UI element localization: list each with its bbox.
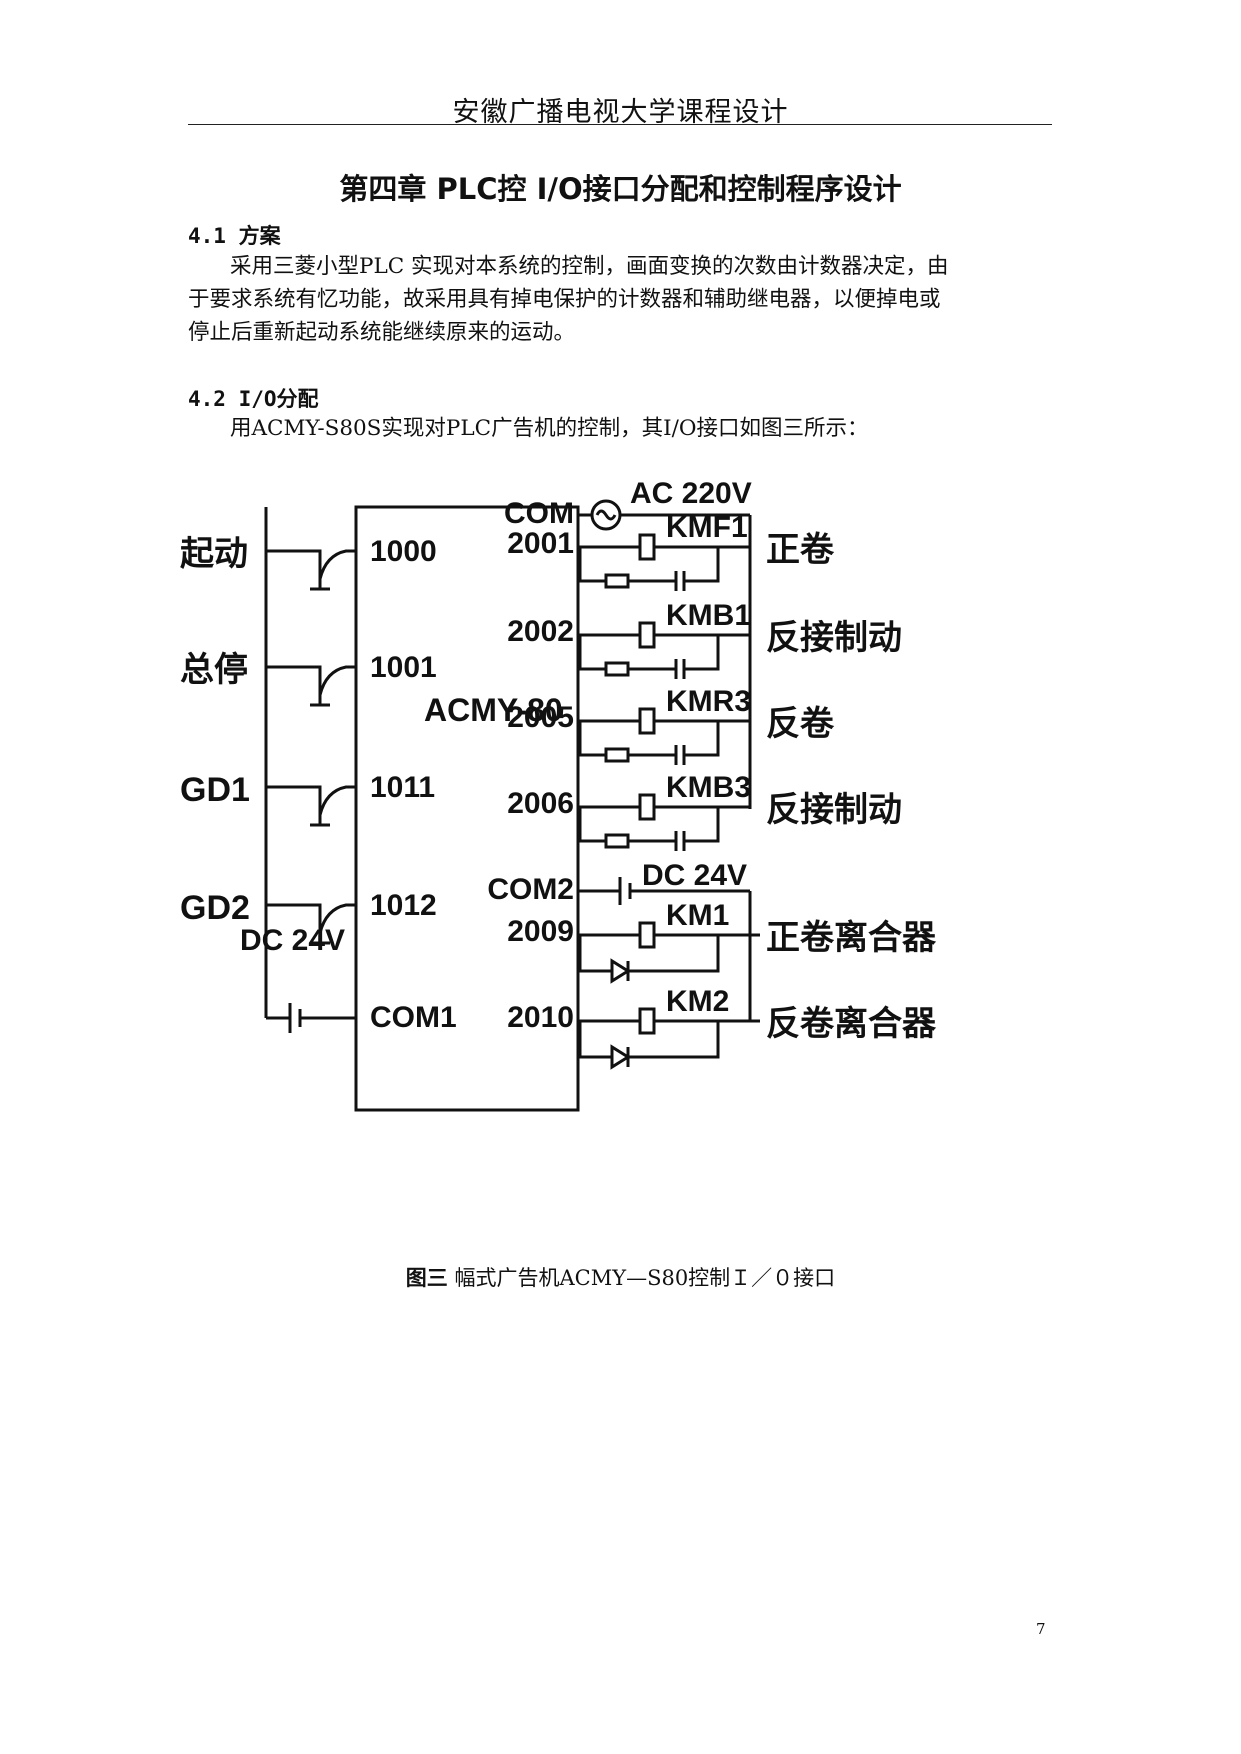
diode-wire	[628, 935, 720, 973]
section-heading-4-2: 4.2 I/O分配	[188, 387, 319, 411]
snubber-wire	[684, 635, 720, 671]
switch-contact	[300, 785, 322, 825]
switch-contact	[300, 549, 322, 589]
figure-caption: 图三 幅式广告机ACMY—S80控制Ｉ／０接口	[0, 1262, 1241, 1292]
switch-blade	[318, 549, 356, 580]
diode-wire	[628, 1021, 720, 1059]
ac-supply-label: AC 220V	[630, 477, 752, 510]
switch-blade	[318, 785, 356, 816]
relay-coil	[638, 1007, 656, 1035]
paragraph-line: 用ACMY-S80S实现对PLC广告机的控制，其I/O接口如图三所示：	[230, 416, 869, 441]
relay-coil	[638, 621, 656, 649]
output-function-label: 反接制动	[766, 791, 902, 829]
snubber-resistor	[604, 573, 630, 589]
output-terminal-label: 2006	[507, 787, 574, 820]
snubber-wire	[578, 807, 606, 843]
section-heading-4-1: 4.1 方案	[188, 224, 281, 248]
coil-label: KMB3	[666, 771, 751, 804]
input-terminal-label: 1011	[370, 771, 435, 804]
output-terminal-label: 2009	[507, 915, 574, 948]
ac-wave	[595, 509, 617, 521]
coil-label: KMR3	[666, 685, 751, 718]
output-function-label: 正卷	[766, 531, 835, 569]
coil-label: KM2	[666, 985, 729, 1018]
paragraph-line: 采用三菱小型PLC 实现对本系统的控制，画面变换的次数由计数器决定，由	[230, 254, 949, 279]
output-terminal-label: COM	[504, 497, 574, 530]
snubber-wire	[684, 807, 720, 843]
snubber-resistor	[604, 833, 630, 849]
paragraph-line: 停止后重新起动系统能继续原来的运动。	[188, 320, 576, 345]
snubber-wire	[684, 547, 720, 583]
coil-label: KMF1	[666, 511, 748, 544]
input-terminal-label: 1000	[370, 535, 437, 568]
switch-blade	[318, 665, 356, 696]
output-terminal-label: 2010	[507, 1001, 574, 1034]
switch-blade	[318, 903, 356, 934]
output-function-label: 反接制动	[766, 619, 902, 657]
snubber-resistor	[604, 661, 630, 677]
input-label: GD1	[180, 771, 250, 809]
output-function-label: 正卷离合器	[766, 918, 937, 957]
relay-coil	[638, 533, 656, 561]
coil-label: KM1	[666, 899, 729, 932]
input-terminal-label: COM1	[370, 1001, 457, 1034]
header-rule	[188, 124, 1052, 125]
input-label: GD2	[180, 889, 250, 927]
coil-label: KMB1	[666, 599, 751, 632]
page-number: 7	[1036, 1620, 1046, 1638]
output-terminal-label: COM2	[487, 873, 574, 906]
paragraph-line: 于要求系统有忆功能，故采用具有掉电保护的计数器和辅助继电器，以便掉电或	[188, 287, 941, 312]
diode-symbol	[610, 958, 631, 984]
figure-caption-text: 幅式广告机ACMY—S80控制Ｉ／０接口	[447, 1266, 836, 1290]
input-terminal-label: 1001	[370, 651, 437, 684]
page-header: 安徽广播电视大学课程设计	[452, 97, 789, 128]
output-terminal-label: 2005	[507, 701, 574, 734]
figure-caption-prefix: 图三	[405, 1266, 448, 1290]
output-terminal-label: 2001	[507, 527, 574, 560]
output-terminal-label: 2002	[507, 615, 574, 648]
output-function-label: 反卷	[766, 705, 835, 743]
diode-wire	[578, 935, 612, 973]
switch-contact	[300, 665, 322, 705]
diode-wire	[578, 1021, 612, 1059]
snubber-resistor	[604, 747, 630, 763]
section-4-2-body: 用ACMY-S80S实现对PLC广告机的控制，其I/O接口如图三所示：	[188, 412, 1058, 445]
relay-coil	[638, 707, 656, 735]
snubber-wire	[578, 547, 606, 583]
diode-symbol	[610, 1044, 631, 1070]
output-function-label: 反卷离合器	[766, 1004, 937, 1043]
dc-supply-label: DC 24V	[642, 859, 747, 892]
relay-coil	[638, 921, 656, 949]
section-4-1-body: 采用三菱小型PLC 实现对本系统的控制，画面变换的次数由计数器决定，由 于要求系…	[188, 250, 1058, 349]
input-label: 总停	[180, 651, 248, 689]
chapter-title: 第四章 PLC控 I/O接口分配和控制程序设计	[339, 172, 902, 206]
snubber-wire	[578, 721, 606, 757]
plc-label: ACMY-80	[424, 692, 563, 728]
snubber-wire	[684, 721, 720, 757]
input-label: 起动	[180, 535, 248, 573]
input-dc-label: DC 24V	[240, 924, 345, 957]
input-terminal-label: 1012	[370, 889, 437, 922]
relay-coil	[638, 793, 656, 821]
snubber-wire	[578, 635, 606, 671]
